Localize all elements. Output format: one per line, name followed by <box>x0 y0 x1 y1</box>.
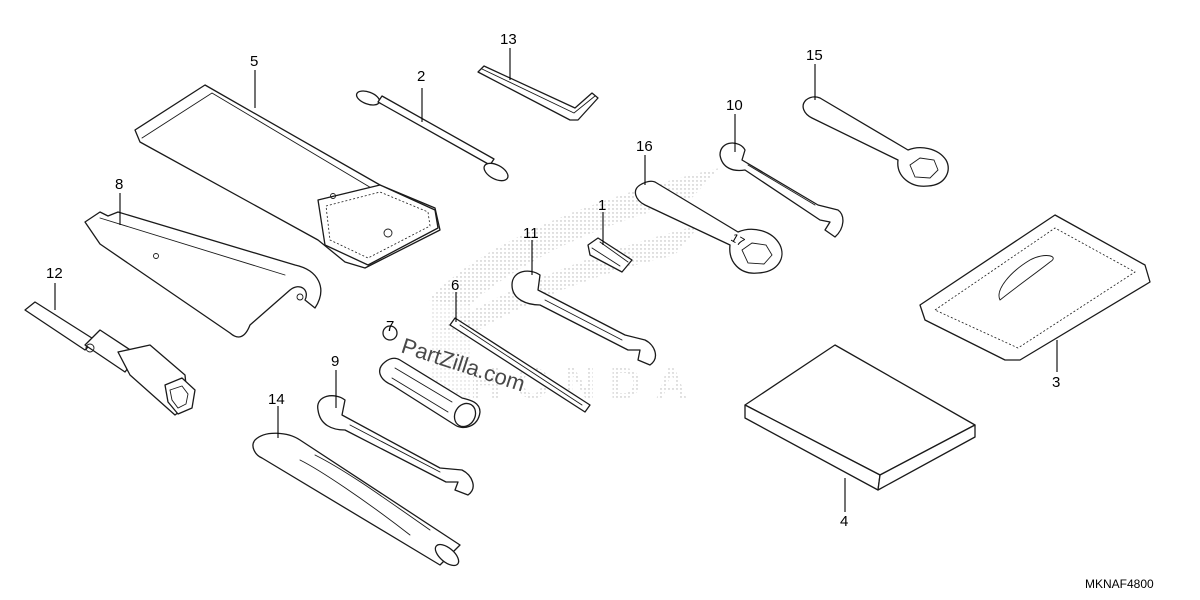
callout-11: 11 <box>523 225 539 242</box>
part-1-fuse-puller <box>587 237 633 273</box>
part-15-box-wrench <box>802 96 949 187</box>
callout-1: 1 <box>598 197 606 214</box>
callout-13: 13 <box>500 31 517 48</box>
part-11-wrench-11 <box>511 270 657 366</box>
screwdriver-handle <box>379 357 481 428</box>
part-2-rod-tool <box>355 90 509 182</box>
callout-8: 8 <box>115 176 123 193</box>
part-8-spanner-wrench <box>84 211 322 338</box>
callout-14: 14 <box>268 391 285 408</box>
part-7-clip <box>382 325 398 341</box>
callout-6: 6 <box>451 277 459 294</box>
callout-16: 16 <box>636 138 653 155</box>
svg-text:17: 17 <box>729 230 748 249</box>
part-13-hex-key <box>477 65 599 121</box>
part-5-tool-bag <box>134 84 441 269</box>
callout-12: 12 <box>46 265 63 282</box>
part-10-wrench-10 <box>719 142 844 238</box>
callout-9: 9 <box>331 353 339 370</box>
part-6-screwdriver-bit <box>449 317 591 413</box>
callout-5: 5 <box>250 53 258 70</box>
part-4-manual-book <box>744 344 976 491</box>
part-14-pry-tool <box>252 432 461 567</box>
part-16-box-wrench: 17 <box>634 180 783 274</box>
diagram-code: MKNAF4800 <box>1085 577 1154 591</box>
callout-7: 7 <box>386 318 394 335</box>
part-12-socket-wrench <box>24 301 196 416</box>
callout-2: 2 <box>417 68 425 85</box>
callout-3: 3 <box>1052 374 1060 391</box>
part-3-manual-pouch <box>919 214 1151 361</box>
callout-15: 15 <box>806 47 823 64</box>
leader-lines <box>54 48 1058 512</box>
part-9-wrench-9 <box>317 395 474 496</box>
callout-10: 10 <box>726 97 743 114</box>
callout-4: 4 <box>840 513 848 530</box>
